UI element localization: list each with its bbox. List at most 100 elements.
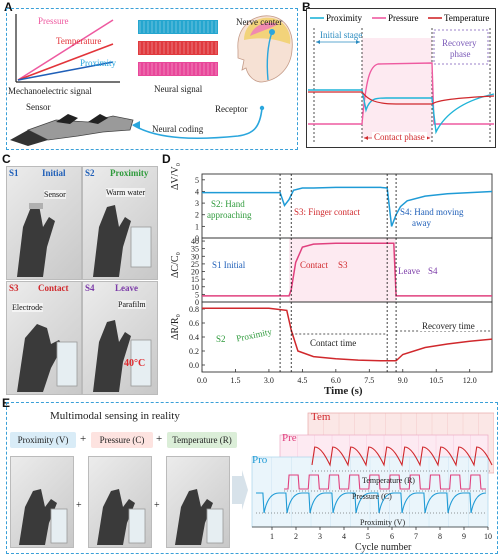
e-mod-temperature: Temperature (R) [167, 432, 237, 448]
photo-s2-title: Proximity [110, 168, 149, 178]
d-ytick-label-1-8: 40 [191, 237, 199, 246]
neural-coding-label: Neural coding [152, 124, 204, 134]
d-xtick-label-6: 9.0 [398, 376, 408, 385]
d-ytick-label-2-4: 0.8 [189, 305, 199, 314]
d-xlabel: Time (s) [324, 385, 363, 397]
d-xtick-label-0: 0.0 [197, 376, 207, 385]
d-ytick-label-2-3: 0.6 [189, 319, 199, 328]
time-series-chart: 01234505101520253035400.00.20.40.60.80.0… [189, 173, 493, 385]
photo-s3-title: Contact [38, 283, 69, 293]
e-mod-pressure: Pressure (C) [91, 432, 153, 448]
mech-label-proximity: Proximity [80, 58, 117, 68]
e-arrow [232, 470, 248, 510]
panel-label-d: D [162, 152, 171, 166]
d-ann-recovery-time: Recovery time [420, 321, 477, 331]
d-ann-s4-l2: away [412, 218, 431, 228]
photo-s4-note: Parafilm [118, 300, 146, 309]
e-mod-proximity: Proximity (V) [10, 432, 76, 448]
e-plus-2: + [154, 500, 160, 511]
photo-s2-note: Warm water [106, 188, 146, 197]
initial-stage-label: Initial stage [320, 30, 362, 40]
photo-s4-label: S4 [85, 283, 95, 293]
d-ann-leave: Leave [398, 266, 420, 276]
d-xtick-label-8: 12.0 [463, 376, 477, 385]
d-ytick-label-1-4: 20 [191, 268, 199, 277]
d-panel-frame-0 [201, 173, 493, 239]
d-ann-s2-l2: approaching [207, 210, 252, 220]
e-series-pressure [284, 474, 486, 490]
d-ann-s1: S1 Initial [212, 260, 246, 270]
mech-label-pressure: Pressure [38, 16, 69, 26]
d-ann-s2-l1: S2: Hand [211, 199, 245, 209]
d-ann-contact-s: S3 [338, 260, 348, 270]
photo-s2-proximity [82, 166, 158, 280]
nerve-center-label: Nerve center [236, 17, 283, 27]
e-photo-3 [166, 456, 230, 548]
d-series-1 [202, 242, 492, 297]
d-xtick-label-2: 3.0 [264, 376, 274, 385]
photo-s4-temp: 40°C [124, 358, 146, 369]
e-xtick-label-6: 7 [414, 532, 418, 541]
e-pro-axis-label: Proximity (V) [360, 518, 406, 527]
e-frame [6, 402, 498, 554]
e-xtick-label-0: 1 [270, 532, 274, 541]
d-xtick-label-7: 10.5 [429, 376, 443, 385]
receptor-label: Receptor [215, 104, 248, 114]
e-xlabel: Cycle number [355, 542, 412, 553]
d-ytick-label-1-7: 35 [191, 245, 199, 254]
contact-phase-shade [362, 38, 432, 138]
d-ytick-label-1-3: 15 [191, 275, 199, 284]
d-ann-contact-time: Contact time [308, 338, 359, 348]
d-ytick-label-2-0: 0.0 [189, 361, 199, 370]
recovery-label-2: phase [450, 49, 471, 59]
e-xtick-label-1: 2 [294, 532, 298, 541]
e-photo-1 [10, 456, 74, 548]
e-xtick-label-7: 8 [438, 532, 442, 541]
d-ytick-label-0-2: 2 [195, 211, 199, 220]
mech-caption: Mechanoelectric signal [8, 86, 92, 96]
pressure-trace [308, 62, 494, 125]
d-ann-leave-s: S4 [428, 266, 438, 276]
d-contact-shade [289, 238, 397, 302]
d-xtick-label-4: 6.0 [331, 376, 341, 385]
d-xtick-label-1: 1.5 [230, 376, 240, 385]
legend-pressure: Pressure [388, 13, 419, 23]
panel-label-b: B [302, 0, 311, 14]
d-ytick-label-1-6: 30 [191, 252, 199, 261]
e-pro-label: Pro [252, 454, 268, 466]
d-xtick-label-3: 4.5 [297, 376, 307, 385]
e-title: Multimodal sensing in reality [50, 410, 180, 422]
d-xtick-label-5: 7.5 [364, 376, 374, 385]
d-ann-s2b: S2 [216, 334, 226, 344]
d-ytick-label-1-5: 25 [191, 260, 199, 269]
d-ytick-label-0-0: 0 [195, 234, 199, 243]
d-ann-s3: S3: Finger contact [294, 207, 360, 217]
e-xtick-label-8: 9 [462, 532, 466, 541]
neural-band-pink [138, 62, 218, 76]
mech-label-temperature: Temperature [56, 36, 101, 46]
mechanoelectric-plot: Pressure Temperature Proximity [15, 14, 120, 83]
legend-temperature: Temperature [444, 13, 489, 23]
d-ytick-label-2-2: 0.4 [189, 333, 199, 342]
e-mod-plus-2: + [156, 433, 163, 445]
signal-phase-chart: Proximity Pressure Temperature Initial s… [306, 8, 496, 148]
e-xtick-label-2: 3 [318, 532, 322, 541]
sensor-hand-illustration [10, 105, 265, 146]
neural-band-blue [138, 20, 218, 34]
photo-s4-leave [82, 281, 158, 395]
photo-s3-note: Electrode [12, 303, 43, 312]
neural-band-red [138, 41, 218, 55]
photo-s3-label: S3 [9, 283, 19, 293]
d-ytick-label-1-0: 0 [195, 298, 199, 307]
d-ytick-label-0-3: 3 [195, 199, 199, 208]
e-photo-2 [88, 456, 152, 548]
d-series-2 [202, 307, 493, 362]
e-tem-axis-label: Temperature (R) [362, 476, 415, 485]
legend-proximity: Proximity [326, 13, 363, 23]
photo-s1-title: Initial [42, 168, 66, 178]
d-ytick-label-1-1: 5 [195, 290, 199, 299]
panel-label-c: C [2, 152, 11, 166]
photo-s1-initial [6, 166, 82, 280]
e-tem-label: Tem [311, 411, 331, 423]
